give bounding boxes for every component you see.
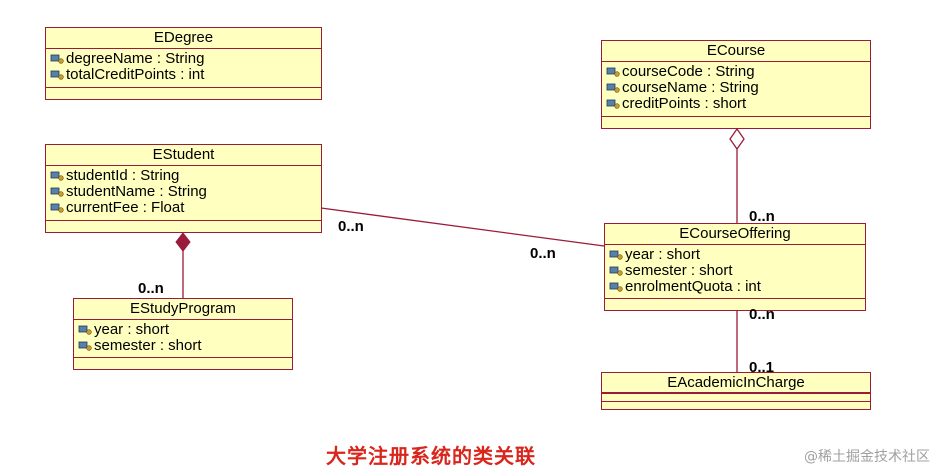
protected-attribute-icon [50,171,64,181]
filled-diamond-icon [175,232,191,252]
multiplicity-label: 0..1 [749,359,775,376]
attribute-row: studentId : String [50,168,317,184]
class-name: EDegree [46,28,321,49]
attribute-text: totalCreditPoints : int [66,66,205,83]
attribute-list: year : short semester : short [74,320,292,354]
attribute-text: creditPoints : short [622,95,747,112]
attribute-list: studentId : String studentName : String … [46,166,321,216]
attribute-list: year : short semester : short enrolmentQ… [605,245,865,295]
class-estudent[interactable]: EStudent studentId : String studentName … [45,144,322,233]
protected-attribute-icon [50,203,64,213]
operations-compartment [74,357,292,369]
protected-attribute-icon [78,325,92,335]
attribute-row: degreeName : String [50,51,317,67]
attribute-row: enrolmentQuota : int [609,279,861,295]
attribute-row: courseName : String [606,80,866,96]
class-name: EStudent [46,145,321,166]
attribute-row: semester : short [78,338,288,354]
attribute-row: creditPoints : short [606,96,866,112]
class-name: EStudyProgram [74,299,292,320]
class-ecourse[interactable]: ECourse courseCode : String courseName :… [601,40,871,129]
attribute-row: courseCode : String [606,64,866,80]
class-ecourseoffering[interactable]: ECourseOffering year : short semester : … [604,223,866,311]
attribute-text: studentId : String [66,167,180,184]
protected-attribute-icon [50,187,64,197]
attribute-list: degreeName : String totalCreditPoints : … [46,49,321,83]
attributes-compartment [602,392,870,402]
multiplicity-label: 0..n [338,218,364,235]
operations-compartment [46,220,321,232]
attribute-text: year : short [625,246,701,263]
protected-attribute-icon [609,250,623,260]
protected-attribute-icon [606,99,620,109]
attribute-list: courseCode : String courseName : String … [602,62,870,112]
attribute-text: courseCode : String [622,63,755,80]
attribute-text: semester : short [625,262,733,279]
attribute-row: studentName : String [50,184,317,200]
attribute-text: enrolmentQuota : int [625,278,761,295]
class-name: ECourseOffering [605,224,865,245]
attribute-text: courseName : String [622,79,759,96]
watermark: @稀土掘金技术社区 [804,449,930,465]
protected-attribute-icon [609,282,623,292]
protected-attribute-icon [609,266,623,276]
attribute-row: currentFee : Float [50,200,317,216]
multiplicity-label: 0..n [530,245,556,262]
student-offering-association [320,207,605,247]
attribute-text: studentName : String [66,183,207,200]
attribute-text: year : short [94,321,170,338]
attribute-row: year : short [609,247,861,263]
operations-compartment [602,116,870,128]
protected-attribute-icon [606,83,620,93]
multiplicity-label: 0..n [138,280,164,297]
attribute-row: semester : short [609,263,861,279]
attribute-text: currentFee : Float [66,199,185,216]
multiplicity-label: 0..n [749,208,775,225]
protected-attribute-icon [50,54,64,64]
multiplicity-label: 0..n [749,306,775,323]
protected-attribute-icon [50,70,64,80]
operations-compartment [46,87,321,99]
class-estudyprogram[interactable]: EStudyProgram year : short semester : sh… [73,298,293,370]
protected-attribute-icon [606,67,620,77]
class-name: ECourse [602,41,870,62]
operations-compartment [605,298,865,310]
attribute-row: year : short [78,322,288,338]
class-edegree[interactable]: EDegree degreeName : String totalCreditP… [45,27,322,100]
hollow-diamond-icon [729,127,745,151]
diagram-caption: 大学注册系统的类关联 [326,444,536,468]
class-name: EAcademicInCharge [602,373,870,394]
protected-attribute-icon [78,341,92,351]
class-eacademicincharge[interactable]: EAcademicInCharge [601,372,871,410]
attribute-text: degreeName : String [66,50,205,67]
attribute-row: totalCreditPoints : int [50,67,317,83]
attribute-text: semester : short [94,337,202,354]
